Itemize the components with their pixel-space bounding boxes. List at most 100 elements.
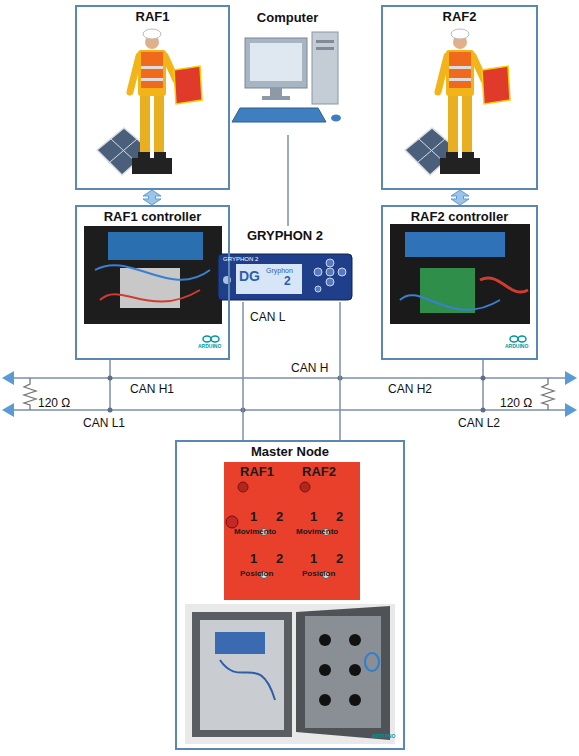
device-button <box>326 268 334 276</box>
computer-tower <box>312 32 338 104</box>
logo-loop <box>510 336 518 342</box>
monitor <box>245 38 307 88</box>
junction-dot <box>241 408 246 413</box>
resistor-symbol <box>24 378 36 410</box>
signal-label: CAN L1 <box>83 417 125 430</box>
gryphon-device <box>218 254 352 300</box>
bus-arrowhead <box>2 371 14 385</box>
signal-label: ARDUINO <box>505 344 528 350</box>
panel-label: 2 <box>336 510 343 524</box>
panel-label: 2 <box>276 510 283 524</box>
logo-loop <box>518 336 526 342</box>
drive-slot <box>316 40 334 43</box>
double-arrow <box>451 190 469 205</box>
emergency-button <box>226 516 238 528</box>
junction-dot <box>338 376 343 381</box>
node-title: Computer <box>230 10 345 26</box>
signal-line <box>288 135 289 226</box>
monitor-screen <box>250 43 302 81</box>
monitor-base <box>262 96 290 100</box>
panel-label: RAF1 <box>240 465 274 479</box>
panel-button <box>319 664 331 676</box>
logo-loop <box>211 336 219 342</box>
bus-arrowhead <box>565 403 577 417</box>
computer-node: Computer <box>230 8 345 135</box>
connector-line <box>287 135 289 226</box>
panel-label: Posicion <box>240 570 273 579</box>
device-button <box>326 278 334 286</box>
panel-label: Movimento <box>234 528 276 537</box>
drive-slot <box>316 47 334 50</box>
controller-photo <box>84 226 222 324</box>
device-box: RAF1 <box>75 5 230 190</box>
controller-box: RAF1 controller <box>75 205 230 360</box>
wire <box>480 278 528 292</box>
signal-line <box>243 302 244 440</box>
junction-dot <box>481 408 486 413</box>
node-title: RAF1 <box>77 9 228 25</box>
node-title: RAF2 <box>383 9 536 25</box>
mouse <box>331 115 341 122</box>
worker-figure <box>405 29 510 175</box>
wire <box>220 660 275 700</box>
signal-label: CAN L2 <box>458 417 500 430</box>
resistor-symbol <box>542 378 554 410</box>
node-title: RAF1 controller <box>77 209 228 225</box>
signal-label: GRYPHON 2 <box>223 256 258 263</box>
monitor-stand <box>270 88 282 96</box>
signal-label: ARDUINO <box>372 734 395 740</box>
controller-box: RAF2 controller <box>381 205 538 360</box>
connector-line <box>242 302 244 440</box>
panel-label: 1 <box>310 510 317 524</box>
indicator-lamp <box>300 482 310 492</box>
panel-label: Posicion <box>302 570 335 579</box>
edge-label: CAN L <box>250 311 285 324</box>
node-title: RAF2 controller <box>383 209 536 225</box>
node-title: GRYPHON 2 <box>215 228 355 244</box>
bus-arrowhead <box>2 403 14 417</box>
wire <box>400 295 500 310</box>
panel-button <box>349 634 361 646</box>
device-button <box>314 268 322 276</box>
signal-line <box>340 302 341 440</box>
panel-button <box>349 694 361 706</box>
signal-label: CAN H1 <box>130 383 174 396</box>
cabinet-photo <box>185 604 395 744</box>
device-screen <box>236 264 302 294</box>
wire <box>100 290 200 302</box>
panel-button <box>349 664 361 676</box>
cabinet-body <box>192 612 292 737</box>
double-arrow <box>143 190 161 205</box>
double-arrow-shape <box>143 190 161 205</box>
panel-label: 2 <box>336 552 343 566</box>
double-arrow-shape <box>451 190 469 205</box>
cable-loop <box>365 653 379 671</box>
bus-drop-wire <box>482 360 484 410</box>
control-panel-face <box>224 462 360 600</box>
junction-dot <box>108 376 113 381</box>
control-panel: RAF1RAF21212MovimentoMovimento1212Posici… <box>224 462 360 600</box>
gryphon-node: GRYPHON 2 <box>215 226 355 302</box>
signal-label: CAN H2 <box>388 383 432 396</box>
panel-label: Movimento <box>296 528 338 537</box>
device-button <box>326 259 334 267</box>
master-box: Master NodeRAF1RAF21212MovimentoMoviment… <box>175 440 405 750</box>
device-button <box>315 286 321 292</box>
signal-label: 2 <box>284 275 291 288</box>
device-box: RAF2 <box>381 5 538 190</box>
panel-label: 1 <box>250 552 257 566</box>
bus-drop-wire <box>109 360 111 410</box>
signal-label: 120 Ω <box>500 397 532 410</box>
indicator-lamp <box>238 482 248 492</box>
controller-photo <box>390 224 530 324</box>
keyboard <box>232 108 326 122</box>
wire <box>95 265 210 280</box>
panel-label: 1 <box>250 510 257 524</box>
logo-loop <box>203 336 211 342</box>
node-title: Master Node <box>177 444 403 460</box>
relay-board <box>108 232 203 260</box>
panel-label: 2 <box>276 552 283 566</box>
